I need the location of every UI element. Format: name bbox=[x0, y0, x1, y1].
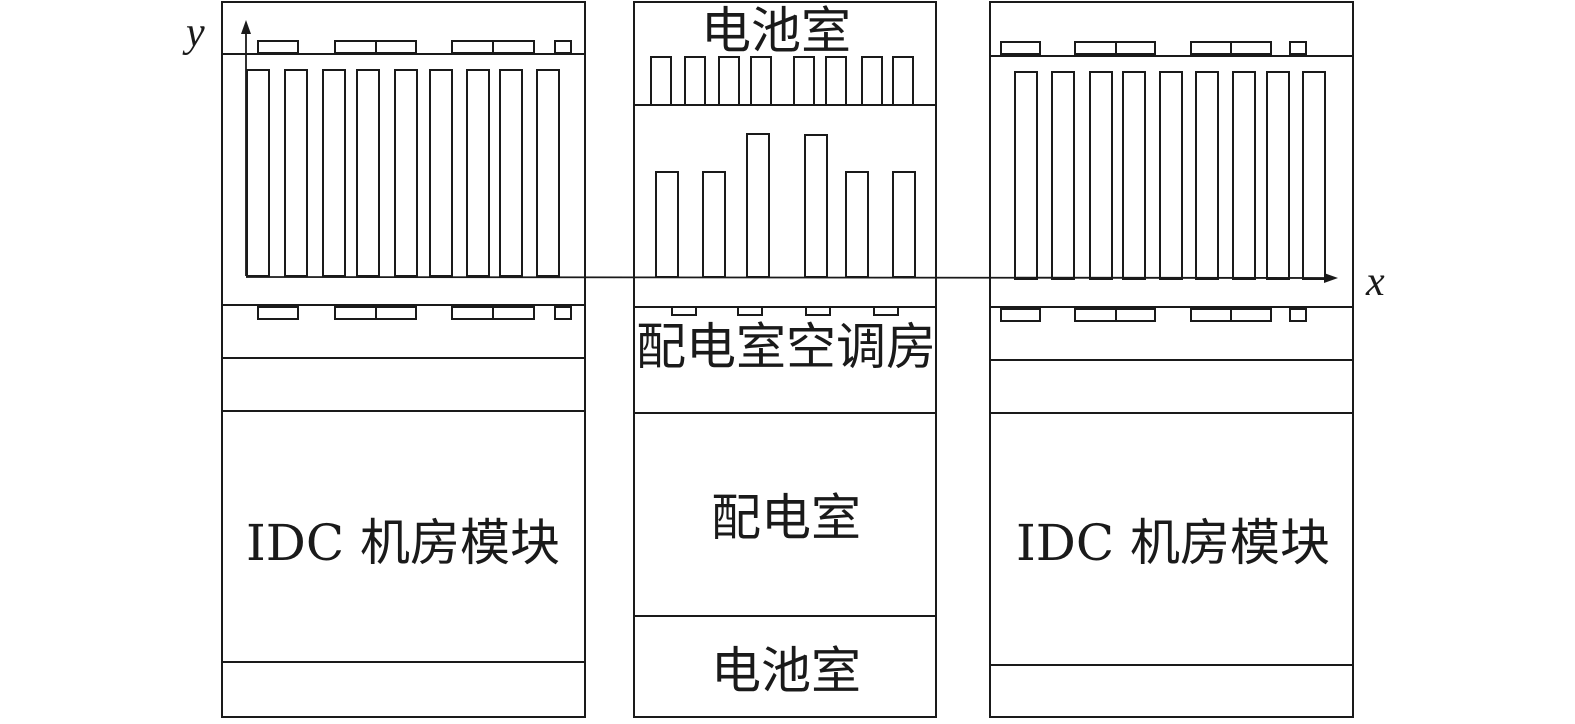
axis-arrow-icon bbox=[1324, 273, 1338, 283]
server-rack bbox=[499, 69, 523, 277]
server-rack bbox=[1232, 71, 1256, 280]
cooling-unit bbox=[554, 306, 572, 320]
cooling-unit bbox=[451, 306, 494, 320]
server-rack bbox=[1051, 71, 1075, 280]
cooling-unit bbox=[1289, 308, 1307, 322]
axis-arrow-icon bbox=[241, 20, 251, 34]
battery-cabinet bbox=[861, 56, 883, 106]
server-rack bbox=[246, 69, 270, 277]
cooling-unit bbox=[1230, 41, 1272, 55]
hvac-unit-tab bbox=[737, 306, 763, 316]
cooling-unit bbox=[451, 40, 494, 54]
cooling-unit bbox=[1074, 41, 1117, 55]
cooling-unit bbox=[375, 306, 417, 320]
center-utility-block: 电池室 配电室空调房 配电室 电池室 bbox=[633, 1, 937, 718]
server-rack bbox=[394, 69, 418, 277]
cooling-unit bbox=[334, 306, 377, 320]
cooling-unit bbox=[554, 40, 572, 54]
server-rack bbox=[356, 69, 380, 277]
server-rack bbox=[429, 69, 453, 277]
cooling-unit bbox=[375, 40, 417, 54]
cooling-unit bbox=[1230, 308, 1272, 322]
cooling-unit bbox=[257, 306, 299, 320]
coordinate-axes: y x bbox=[182, 10, 1385, 305]
battery-cabinet bbox=[892, 56, 914, 106]
center-hvac-room-label: 配电室空调房 bbox=[636, 318, 936, 376]
server-rack bbox=[1122, 71, 1146, 280]
x-axis-label: x bbox=[1365, 259, 1385, 305]
battery-cabinet bbox=[684, 56, 706, 106]
server-rack bbox=[1195, 71, 1219, 280]
cooling-unit bbox=[1190, 308, 1232, 322]
cooling-unit bbox=[1115, 41, 1156, 55]
center-distribution-room-label: 配电室 bbox=[711, 489, 861, 547]
left-module-outline bbox=[221, 1, 586, 718]
distribution-cabinet bbox=[845, 171, 869, 278]
cooling-unit bbox=[257, 40, 299, 54]
server-rack bbox=[322, 69, 346, 277]
distribution-cabinet bbox=[892, 171, 916, 278]
y-axis-label: y bbox=[182, 10, 205, 56]
distribution-cabinet bbox=[746, 133, 770, 278]
distribution-cabinet bbox=[804, 134, 828, 278]
server-rack bbox=[284, 69, 308, 277]
hvac-unit-tab bbox=[873, 306, 899, 316]
cooling-unit bbox=[1000, 41, 1041, 55]
hvac-unit-tab bbox=[671, 306, 697, 316]
cooling-unit bbox=[334, 40, 377, 54]
center-block-outline bbox=[633, 1, 937, 718]
right-module-label: IDC 机房模块 bbox=[1016, 514, 1330, 572]
server-rack bbox=[466, 69, 490, 277]
cooling-unit bbox=[492, 40, 535, 54]
x-axis-line bbox=[245, 276, 1328, 279]
battery-cabinet bbox=[825, 56, 847, 106]
server-rack bbox=[1302, 71, 1326, 280]
server-rack bbox=[536, 69, 560, 277]
cooling-unit bbox=[1289, 41, 1307, 55]
battery-cabinet bbox=[650, 56, 672, 106]
cooling-unit bbox=[1115, 308, 1156, 322]
battery-cabinet bbox=[718, 56, 740, 106]
server-rack bbox=[1159, 71, 1183, 280]
left-idc-module: IDC 机房模块 bbox=[221, 1, 586, 718]
distribution-cabinet bbox=[702, 171, 726, 278]
distribution-cabinet bbox=[655, 171, 679, 278]
battery-cabinet bbox=[793, 56, 815, 106]
server-rack bbox=[1014, 71, 1038, 280]
cooling-unit bbox=[1000, 308, 1041, 322]
center-battery-room-bottom-label: 电池室 bbox=[711, 642, 861, 700]
left-module-label: IDC 机房模块 bbox=[246, 514, 560, 572]
battery-cabinet bbox=[750, 56, 772, 106]
center-battery-room-top-label: 电池室 bbox=[701, 2, 851, 60]
cooling-unit bbox=[1074, 308, 1117, 322]
right-idc-module: IDC 机房模块 bbox=[989, 1, 1354, 718]
cooling-unit bbox=[1190, 41, 1232, 55]
hvac-unit-tab bbox=[805, 306, 831, 316]
server-rack bbox=[1089, 71, 1113, 280]
server-rack bbox=[1266, 71, 1290, 280]
cooling-unit bbox=[492, 306, 535, 320]
